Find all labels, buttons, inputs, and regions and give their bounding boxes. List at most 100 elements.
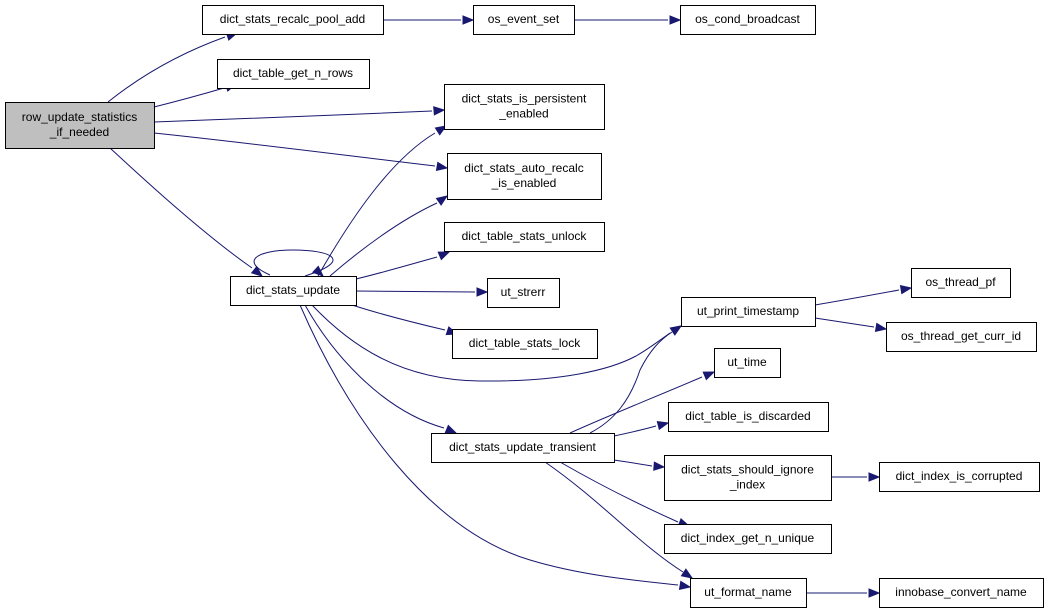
node-dict_index_get_n_unique[interactable]: dict_index_get_n_unique (664, 524, 832, 554)
node-box[interactable] (444, 222, 605, 252)
edge-line (569, 376, 703, 434)
node-dict_table_is_discarded[interactable]: dict_table_is_discarded (668, 402, 829, 432)
arrow-head-icon (433, 106, 446, 116)
node-dict_stats_should_ignore_index[interactable]: dict_stats_should_ignore_index (664, 455, 832, 501)
node-innobase_convert_name[interactable]: innobase_convert_name (879, 578, 1044, 608)
edge-os_event_set-to-os_cond_broadcast (574, 15, 682, 25)
node-dict_table_stats_lock[interactable]: dict_table_stats_lock (452, 329, 598, 359)
node-label: dict_stats_should_ignore (681, 463, 814, 477)
node-dict_stats_update_transient[interactable]: dict_stats_update_transient (431, 433, 615, 463)
edge-dict_stats_update-to-dict_stats_is_persistent_enabled (317, 125, 448, 277)
edge-row_update_statistics_if_needed-to-dict_stats_is_persistent_enabled (153, 106, 446, 123)
node-box[interactable] (911, 268, 1011, 298)
node-label: os_event_set (488, 12, 560, 26)
node-os_thread_get_curr_id[interactable]: os_thread_get_curr_id (886, 322, 1037, 352)
node-dict_index_is_corrupted[interactable]: dict_index_is_corrupted (879, 462, 1040, 492)
edge-line (107, 36, 226, 103)
node-box[interactable] (230, 276, 357, 306)
edge-dict_stats_update_transient-to-ut_time (569, 371, 716, 434)
node-ut_format_name[interactable]: ut_format_name (690, 578, 807, 608)
node-box[interactable] (202, 5, 384, 35)
edge-line (317, 132, 436, 277)
node-ut_time[interactable]: ut_time (714, 348, 781, 378)
node-box[interactable] (452, 329, 598, 359)
edge-dict_stats_update-to-dict_stats_update_transient (304, 304, 458, 434)
node-dict_table_get_n_rows[interactable]: dict_table_get_n_rows (217, 59, 370, 89)
arrow-head-icon (874, 322, 888, 332)
node-box[interactable] (879, 462, 1040, 492)
edge-line (544, 461, 684, 573)
node-label: os_thread_get_curr_id (901, 329, 1021, 343)
edge-dict_stats_should_ignore_index-to-dict_index_is_corrupted (831, 472, 881, 482)
arrow-head-icon (899, 285, 913, 295)
node-label: innobase_convert_name (895, 585, 1027, 599)
node-dict_stats_recalc_pool_add[interactable]: dict_stats_recalc_pool_add (202, 5, 384, 35)
node-row_update_statistics_if_needed[interactable]: row_update_statistics_if_needed (5, 102, 155, 149)
node-label: _enabled (498, 107, 548, 121)
edge-dict_stats_update_transient-to-ut_print_timestamp (589, 325, 683, 434)
node-box[interactable] (473, 5, 575, 35)
node-label: dict_table_get_n_rows (233, 66, 353, 80)
edge-line (109, 147, 253, 269)
edge-dict_stats_update-to-ut_format_name (299, 304, 692, 590)
node-label: ut_time (727, 355, 767, 369)
node-box[interactable] (444, 84, 605, 130)
node-label: ut_format_name (704, 585, 792, 599)
node-ut_strerr[interactable]: ut_strerr (487, 278, 560, 308)
node-box[interactable] (664, 524, 832, 554)
edge-ut_format_name-to-innobase_convert_name (806, 588, 881, 598)
node-box[interactable] (5, 102, 155, 149)
node-os_thread_pf[interactable]: os_thread_pf (911, 268, 1011, 298)
node-os_event_set[interactable]: os_event_set (473, 5, 575, 35)
edge-line (153, 87, 225, 108)
node-dict_stats_update[interactable]: dict_stats_update (230, 276, 357, 306)
node-label: _is_enabled (491, 176, 557, 190)
edge-line (589, 331, 673, 434)
node-os_cond_broadcast[interactable]: os_cond_broadcast (680, 5, 816, 35)
node-box[interactable] (886, 322, 1037, 352)
arrow-head-icon (437, 251, 451, 261)
node-box[interactable] (664, 455, 832, 501)
node-dict_table_stats_unlock[interactable]: dict_table_stats_unlock (444, 222, 605, 252)
arrow-head-icon (312, 265, 325, 277)
node-box[interactable] (447, 153, 602, 200)
node-box[interactable] (431, 433, 615, 463)
node-box[interactable] (681, 297, 816, 327)
node-label: row_update_statistics (22, 110, 137, 124)
edge-dict_stats_update-to-dict_table_stats_unlock (355, 251, 451, 280)
node-box[interactable] (714, 348, 781, 378)
node-box[interactable] (690, 578, 807, 608)
edge-dict_stats_update-to-dict_stats_auto_recalc_is_enabled (329, 195, 449, 277)
arrow-head-icon (434, 125, 448, 136)
node-ut_print_timestamp[interactable]: ut_print_timestamp (681, 297, 816, 327)
node-dict_stats_is_persistent_enabled[interactable]: dict_stats_is_persistent_enabled (444, 84, 605, 130)
arrow-head-icon (250, 265, 264, 277)
node-label: os_thread_pf (925, 275, 996, 289)
node-dict_stats_auto_recalc_is_enabled[interactable]: dict_stats_auto_recalc_is_enabled (447, 153, 602, 200)
edge-dict_stats_update-to-dict_table_stats_lock (351, 304, 459, 336)
arrow-head-icon (653, 461, 666, 471)
node-box[interactable] (680, 5, 816, 35)
edge-line (613, 425, 657, 437)
edge-line (355, 256, 438, 280)
node-label: _index (729, 478, 765, 492)
edge-dict_stats_recalc_pool_add-to-os_event_set (383, 15, 475, 25)
edge-line (559, 461, 679, 523)
call-graph-edges (107, 15, 913, 598)
node-box[interactable] (879, 578, 1044, 608)
arrow-head-icon (868, 472, 881, 482)
arrow-head-icon (868, 588, 881, 598)
node-box[interactable] (217, 59, 370, 89)
arrow-head-icon (702, 371, 716, 381)
node-box[interactable] (487, 278, 560, 308)
arrow-head-icon (476, 287, 489, 297)
node-label: dict_stats_recalc_pool_add (220, 12, 365, 26)
arrow-head-icon (680, 568, 694, 579)
edge-line (814, 289, 900, 306)
node-label: dict_index_get_n_unique (681, 531, 815, 545)
edge-dict_stats_update_transient-to-dict_stats_should_ignore_index (613, 459, 666, 471)
node-label: dict_stats_auto_recalc (464, 161, 583, 175)
node-box[interactable] (668, 402, 829, 432)
edge-line (351, 304, 446, 331)
